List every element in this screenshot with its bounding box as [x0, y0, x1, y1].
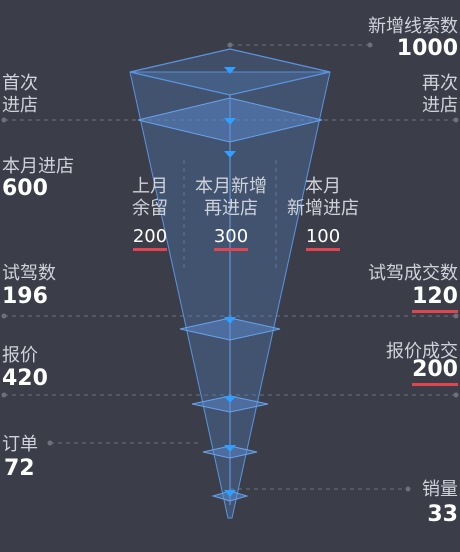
- sales-value: 33: [427, 502, 458, 527]
- marker-visits-icon: [224, 118, 236, 125]
- marker-quote-icon: [224, 396, 236, 403]
- marker-leads-icon: [224, 67, 236, 74]
- month-visits-value: 600: [2, 176, 48, 201]
- new-leads-value: 1000: [396, 36, 458, 61]
- marker-test-drive-icon: [224, 317, 236, 324]
- month-visits-label: 本月进店: [2, 156, 74, 177]
- test-drive-deal-wrap: 120: [412, 284, 458, 313]
- quote-deal-label: 报价成交: [386, 341, 458, 362]
- guide-dots: [1, 42, 459, 492]
- breakdown-month-new-value: 100: [305, 226, 341, 251]
- marker-month-icon: [224, 151, 236, 158]
- new-leads-label: 新增线索数: [368, 16, 458, 37]
- stage-rhombus-test-drive: [179, 317, 281, 341]
- marker-orders-icon: [224, 445, 236, 452]
- revisit-label: 再次 进店: [422, 73, 458, 116]
- quote-value: 420: [2, 366, 48, 391]
- stage-markers: [224, 67, 236, 497]
- stage-rhombus-quote: [191, 395, 269, 413]
- quote-label: 报价: [2, 345, 38, 366]
- test-drive-value: 196: [2, 284, 48, 309]
- test-drive-deal-value: 120: [412, 284, 458, 313]
- quote-deal-value: 200: [412, 357, 458, 386]
- breakdown-last-month: 上月 余留 200: [112, 176, 188, 251]
- test-drive-deal-label: 试驾成交数: [368, 263, 458, 284]
- test-drive-label: 试驾数: [2, 263, 56, 284]
- breakdown-month-revisit-value: 300: [213, 226, 249, 251]
- breakdown-month-revisit: 本月新增 再进店 300: [186, 176, 276, 251]
- marker-sales-icon: [224, 490, 236, 497]
- sales-label: 销量: [422, 479, 458, 500]
- orders-label: 订单: [2, 434, 38, 455]
- first-visit-label: 首次 进店: [2, 73, 38, 116]
- quote-deal-wrap: 200: [412, 357, 458, 386]
- breakdown-month-new: 本月 新增进店 100: [280, 176, 366, 251]
- breakdown-last-month-value: 200: [132, 226, 168, 251]
- orders-value: 72: [4, 456, 35, 481]
